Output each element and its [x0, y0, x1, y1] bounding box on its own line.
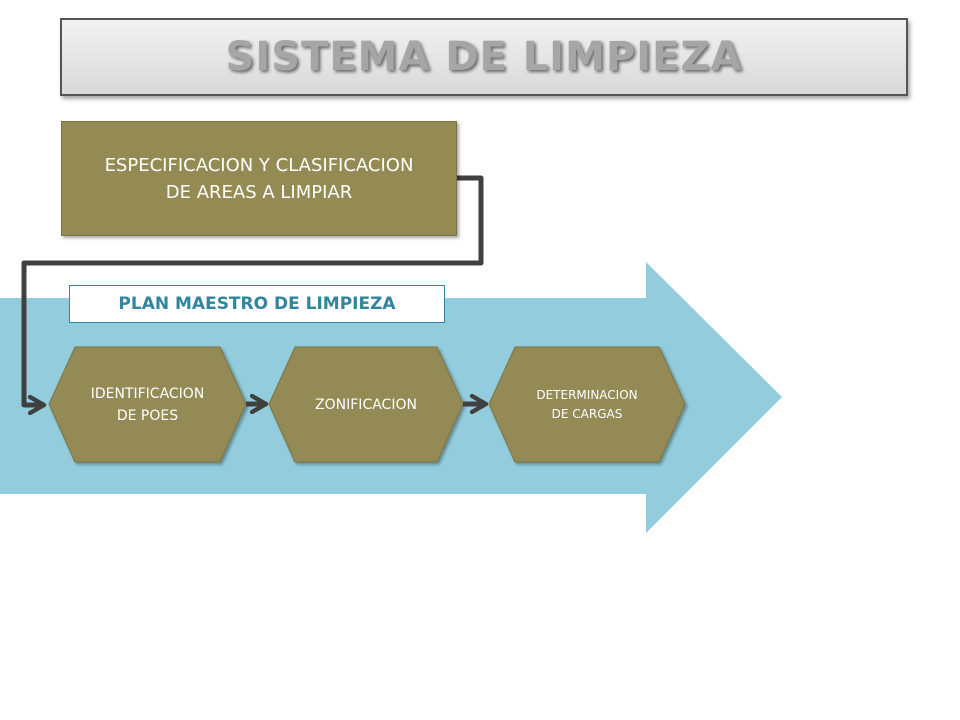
- step-2-line1: ZONIFICACION: [315, 396, 417, 413]
- connector-line: [21, 175, 484, 405]
- plan-label: PLAN MAESTRO DE LIMPIEZA: [69, 285, 445, 323]
- spec-box-line1: ESPECIFICACION Y CLASIFICACION: [104, 154, 414, 176]
- step-label-identificacion: IDENTIFICACION DE POES: [60, 347, 235, 462]
- spec-box: ESPECIFICACION Y CLASIFICACION DE AREAS …: [61, 121, 457, 236]
- step-3-line2: DE CARGAS: [551, 406, 623, 421]
- page-title: SISTEMA DE LIMPIEZA: [225, 34, 743, 80]
- step-hexagon-determinacion: [488, 346, 686, 463]
- step-3-line1: DETERMINACION: [536, 387, 638, 402]
- step-label-zonificacion: ZONIFICACION: [280, 347, 452, 462]
- step-1-line1: IDENTIFICACION: [90, 385, 205, 402]
- step-hexagon-zonificacion: [268, 346, 464, 463]
- spec-box-line2: DE AREAS A LIMPIAR: [165, 181, 353, 203]
- spec-box-text: ESPECIFICACION Y CLASIFICACION DE AREAS …: [105, 152, 414, 206]
- step-label-determinacion: DETERMINACION DE CARGAS: [500, 347, 674, 462]
- step-hexagon-identificacion: [48, 346, 247, 463]
- title-banner: SISTEMA DE LIMPIEZA: [60, 18, 908, 96]
- step-1-line2: DE POES: [116, 407, 179, 424]
